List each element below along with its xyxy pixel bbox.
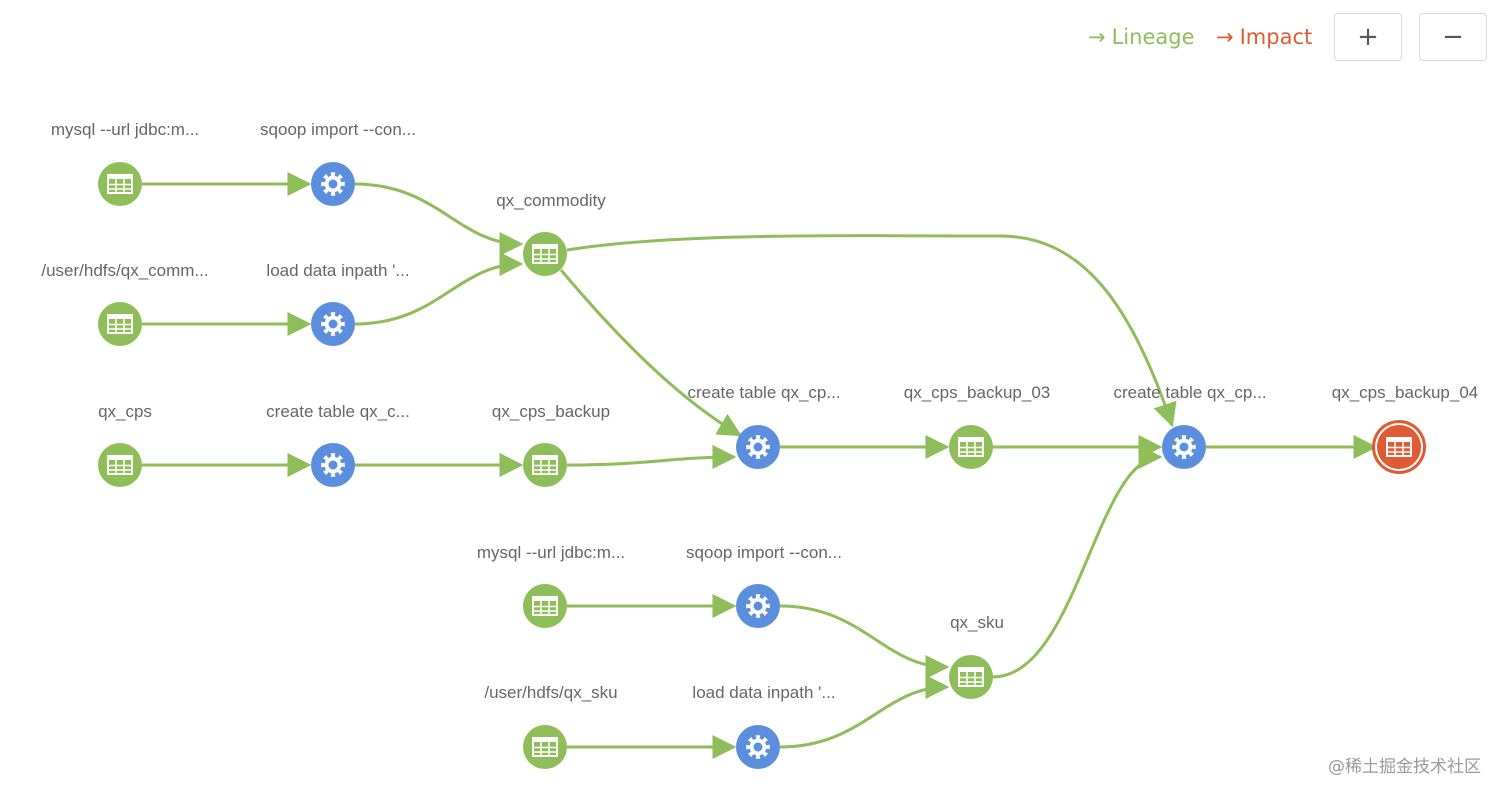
edge-n2-n5 — [354, 182, 524, 256]
node-label: sqoop import --con... — [686, 543, 842, 562]
node-n10[interactable]: qx_cps_backup_03 — [904, 383, 1051, 469]
impact-label: Impact — [1239, 25, 1313, 49]
lineage-arrow-icon: → — [1088, 25, 1106, 49]
node-n11[interactable]: create table qx_cp... — [1113, 383, 1267, 469]
legend-impact[interactable]: →Impact — [1216, 24, 1312, 50]
edge-n15-n11 — [992, 445, 1163, 679]
zoom-out-button[interactable]: − — [1419, 13, 1487, 61]
impact-arrow-icon: → — [1216, 25, 1234, 49]
table-icon — [107, 314, 133, 334]
gear-icon — [321, 172, 345, 196]
edge-layer — [142, 172, 1378, 759]
node-label: qx_cps_backup_03 — [904, 383, 1051, 402]
table-icon — [107, 455, 133, 475]
lineage-label: Lineage — [1111, 25, 1195, 49]
node-label: create table qx_c... — [266, 402, 410, 421]
node-n9[interactable]: create table qx_cp... — [687, 383, 841, 469]
table-icon — [958, 437, 984, 457]
node-n17[interactable]: load data inpath '... — [692, 683, 836, 769]
node-label: qx_sku — [950, 613, 1004, 632]
node-n16[interactable]: /user/hdfs/qx_sku — [484, 683, 618, 769]
node-n6[interactable]: qx_cps — [98, 402, 152, 487]
node-label: load data inpath '... — [266, 261, 409, 280]
node-label: create table qx_cp... — [1113, 383, 1266, 402]
edge-n8-n9 — [566, 445, 737, 470]
node-n14[interactable]: sqoop import --con... — [686, 543, 842, 628]
edge-n17-n15 — [779, 675, 950, 749]
table-icon — [532, 244, 558, 264]
node-n4[interactable]: load data inpath '... — [266, 261, 410, 346]
node-label: /user/hdfs/qx_comm... — [41, 261, 208, 280]
node-label: qx_cps — [98, 402, 152, 421]
node-label: sqoop import --con... — [260, 120, 416, 139]
watermark: @稀土掘金技术社区 — [1328, 757, 1481, 777]
node-label: mysql --url jdbc:m... — [51, 120, 199, 139]
gear-icon — [321, 453, 345, 477]
node-label: qx_cps_backup_04 — [1332, 383, 1479, 402]
node-n3[interactable]: /user/hdfs/qx_comm... — [41, 261, 209, 346]
node-n15[interactable]: qx_sku — [949, 613, 1004, 699]
node-label: create table qx_cp... — [687, 383, 840, 402]
node-label: mysql --url jdbc:m... — [477, 543, 625, 562]
node-label: /user/hdfs/qx_sku — [484, 683, 617, 702]
gear-icon — [321, 312, 345, 336]
table-icon — [958, 667, 984, 687]
node-n2[interactable]: sqoop import --con... — [260, 120, 416, 206]
node-label: qx_cps_backup — [492, 402, 610, 421]
gear-icon — [746, 594, 770, 618]
table-icon — [532, 596, 558, 616]
table-icon — [1386, 437, 1412, 457]
gear-icon — [1172, 435, 1196, 459]
node-n1[interactable]: mysql --url jdbc:m... — [51, 120, 199, 206]
table-icon — [532, 455, 558, 475]
gear-icon — [746, 735, 770, 759]
node-label: qx_commodity — [496, 191, 606, 210]
edge-n4-n5 — [354, 252, 524, 326]
gear-icon — [746, 435, 770, 459]
node-n8[interactable]: qx_cps_backup — [492, 402, 610, 487]
edge-n5-n11 — [566, 234, 1177, 428]
node-n12[interactable]: qx_cps_backup_04 — [1332, 383, 1479, 474]
edge-n14-n15 — [779, 604, 950, 679]
node-n5[interactable]: qx_commodity — [496, 191, 606, 276]
legend-lineage[interactable]: →Lineage — [1088, 24, 1195, 50]
edge-n5-n9 — [559, 269, 743, 437]
table-icon — [107, 174, 133, 194]
node-layer: mysql --url jdbc:m... sqoop import --con.… — [41, 120, 1478, 769]
node-label: load data inpath '... — [692, 683, 835, 702]
node-n7[interactable]: create table qx_c... — [266, 402, 410, 487]
zoom-in-button[interactable]: + — [1334, 13, 1402, 61]
table-icon — [532, 737, 558, 757]
node-n13[interactable]: mysql --url jdbc:m... — [477, 543, 625, 628]
